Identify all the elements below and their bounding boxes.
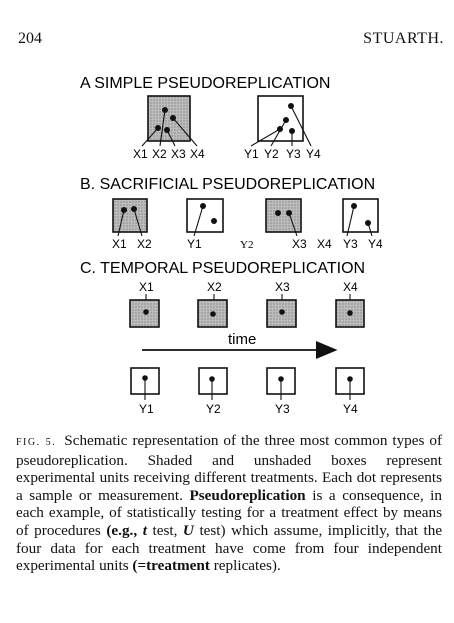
caption-text-3: test,: [152, 521, 178, 539]
caption-text-4: test) which assume, implicitly, that the…: [16, 521, 443, 575]
section-c-bottom-box-1: [130, 367, 160, 400]
label-b-x4: X4: [317, 237, 332, 251]
section-c-bottom-box-4: [335, 367, 365, 400]
section-a-control-box: [250, 95, 312, 147]
label-c-y2: Y2: [206, 402, 221, 416]
label-b-y1: Y1: [187, 237, 202, 251]
label-a-x2: X2: [152, 147, 167, 161]
section-b-box-3: [265, 198, 302, 237]
section-c-top-box-3: [266, 294, 297, 328]
label-c-y4: Y4: [343, 402, 358, 416]
caption-italic-t: t: [142, 521, 147, 539]
label-a-x3: X3: [171, 147, 186, 161]
caption-text-1: Schematic representation of the three mo…: [16, 432, 442, 504]
label-c-y1: Y1: [139, 402, 154, 416]
label-a-y4: Y4: [306, 147, 321, 161]
label-c-y3: Y3: [275, 402, 290, 416]
page-number: 204: [18, 30, 42, 47]
section-c-top-box-2: [197, 294, 228, 328]
label-b-y2: Y2: [240, 239, 253, 251]
section-a-treated-box: [141, 95, 198, 147]
time-label: time: [228, 331, 256, 348]
label-a-x1: X1: [133, 147, 148, 161]
caption-bold-1: Pseudoreplication: [189, 486, 306, 504]
label-b-x3: X3: [292, 237, 307, 251]
figure-label: FIG. 5.: [16, 437, 57, 448]
label-b-y4: Y4: [368, 237, 383, 251]
label-c-x3: X3: [275, 280, 290, 294]
page-header: 204 STUARTH.: [18, 30, 444, 50]
section-c-title: C. TEMPORAL PSEUDOREPLICATION: [80, 260, 365, 277]
label-a-y3: Y3: [286, 147, 301, 161]
label-c-x4: X4: [343, 280, 358, 294]
figure-caption: FIG. 5.Schematic representation of the t…: [16, 432, 442, 575]
label-c-x1: X1: [139, 280, 154, 294]
running-head: STUARTH.: [363, 30, 444, 47]
caption-text-2: is a consequence, in each example, of st…: [16, 486, 442, 539]
label-b-x1: X1: [112, 237, 127, 251]
caption-bold-2: (e.g.,: [106, 521, 138, 539]
label-b-x2: X2: [137, 237, 152, 251]
section-c-top-box-4: [335, 294, 365, 328]
caption-italic-u: U: [182, 521, 194, 539]
section-c-top-box-1: [129, 294, 160, 328]
label-c-x2: X2: [207, 280, 222, 294]
label-a-y1: Y1: [244, 147, 259, 161]
section-b-box-4: [342, 198, 379, 237]
section-a-title: A SIMPLE PSEUDOREPLICATION: [80, 75, 330, 92]
section-b-title: B. SACRIFICIAL PSEUDOREPLICATION: [80, 176, 375, 193]
label-b-y3: Y3: [343, 237, 358, 251]
label-a-x4: X4: [190, 147, 205, 161]
caption-bold-3: (=treatment: [132, 557, 210, 575]
section-c-bottom-box-3: [266, 367, 296, 400]
caption-text-5: replicates).: [213, 557, 281, 575]
section-c-bottom-box-2: [198, 367, 228, 400]
pseudoreplication-figure: A SIMPLE PSEUDOREPLICATION X1 X2 X3 X4 Y…: [80, 75, 383, 416]
label-a-y2: Y2: [264, 147, 279, 161]
section-b-box-1: [112, 198, 148, 237]
section-b-box-2: [186, 198, 224, 237]
